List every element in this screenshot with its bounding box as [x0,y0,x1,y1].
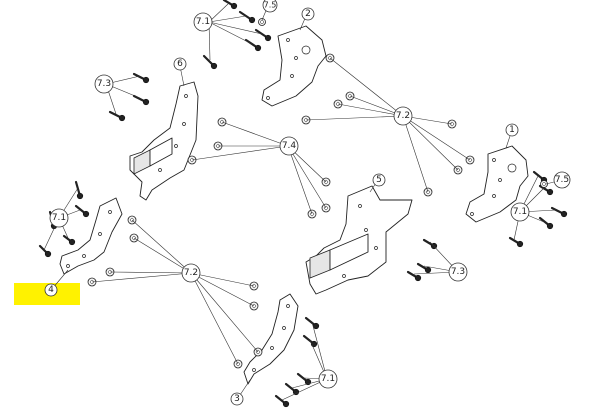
nut-hole [260,20,264,24]
leader-line [287,145,313,215]
svg-text:7.3: 7.3 [451,267,465,277]
leader-line [131,219,192,274]
svg-text:7.2: 7.2 [396,111,410,121]
bolt-head [254,44,262,52]
leader-line [208,15,247,23]
leader-line [91,272,192,283]
leader-line [109,271,192,274]
callout-7-1-bottom: 7.1 [318,369,338,389]
svg-text:4: 4 [48,285,54,295]
callout-7-3-right: 7.3 [448,262,468,282]
bolt-head [312,322,320,330]
bolt-head [264,34,272,42]
svg-text:7.1: 7.1 [513,207,527,217]
part-6-bracket [129,81,199,201]
leader-line [190,272,259,353]
part-3-bracket [243,293,299,385]
bolt-head [424,266,432,274]
leader-line [311,321,328,380]
callout-part-3: 3 [230,392,244,406]
bolt-head [546,222,554,230]
leader-line [208,3,229,23]
leader-line [349,95,404,117]
part-5-bracket [305,185,413,295]
callout-7-1-right: 7.1 [510,202,530,222]
leader-line [133,237,192,274]
leader-line [190,272,239,365]
svg-text:6: 6 [177,59,183,69]
callout-part-2: 2 [301,7,315,21]
bolts-group [38,0,568,408]
part-2-bracket [261,25,327,107]
bolt-head [118,114,126,122]
leader-line [221,121,289,147]
leader-line [329,57,404,117]
svg-text:7.1: 7.1 [196,17,210,27]
leader-line [190,272,255,287]
bolt-head [76,192,84,200]
svg-text:7.5: 7.5 [555,175,569,185]
part-1-bracket [465,145,529,223]
leader-line [305,115,404,121]
callout-part-6: 6 [173,57,187,71]
svg-text:7.1: 7.1 [52,213,66,223]
callout-7-5-top: 7.5 [262,0,278,13]
bolt-head [292,388,300,396]
bolt-head [414,274,422,282]
bolt-head [142,76,150,84]
callout-7-3-left: 7.3 [94,74,114,94]
leader-lines [43,3,563,401]
svg-text:7.4: 7.4 [282,141,297,151]
callout-7-2-top: 7.2 [393,106,413,126]
svg-text:7.2: 7.2 [184,268,198,278]
bolt-head [210,62,218,70]
part-4-bracket [59,197,123,275]
callout-7-1-left: 7.1 [49,208,69,228]
bolt-head [82,210,90,218]
leader-line [190,272,255,307]
bolt-head [68,238,76,246]
bolt-head [282,400,290,408]
callout-7-2-bottom: 7.2 [181,263,201,283]
leader-line [402,115,471,161]
callout-part-5: 5 [372,173,386,187]
svg-text:5: 5 [376,175,382,185]
nut-hole [542,182,546,186]
bolt-head [44,250,52,258]
callout-7-4: 7.4 [279,136,299,156]
leader-line [208,21,263,35]
bolt-head [546,188,554,196]
callout-part-4: 4 [44,283,58,297]
bolt-head [560,210,568,218]
bolt-head [230,2,238,10]
svg-text:7.1: 7.1 [321,374,335,384]
leader-line [402,115,429,193]
callout-7-5-right: 7.5 [553,171,571,189]
callout-part-1: 1 [505,123,519,137]
nuts-group [87,18,548,369]
svg-text:7.5: 7.5 [264,1,277,10]
leader-line [337,103,404,117]
bolt-head [516,240,524,248]
leader-line [191,145,289,161]
callout-7-1-top: 7.1 [193,12,213,32]
leader-line [402,115,459,171]
svg-text:7.3: 7.3 [97,79,111,89]
svg-text:2: 2 [305,9,311,19]
svg-text:1: 1 [509,125,515,135]
bolt-head [142,98,150,106]
leader-line [208,21,253,45]
leader-line [287,145,327,209]
bolt-head [248,16,256,24]
svg-text:3: 3 [234,394,240,404]
